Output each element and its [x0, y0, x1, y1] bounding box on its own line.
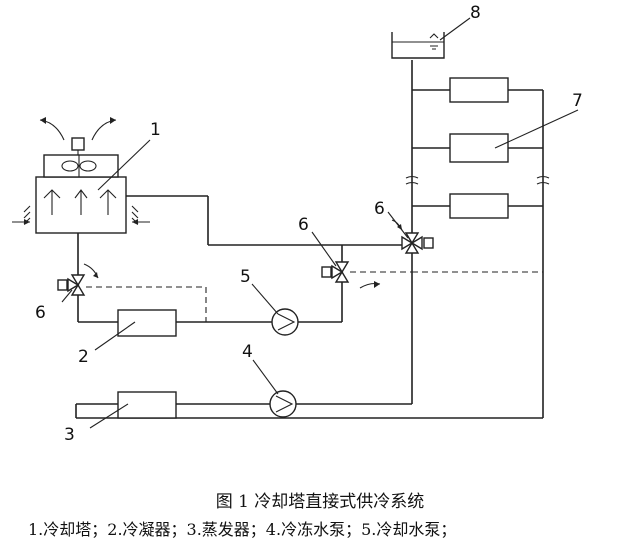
label-2: 2 — [78, 347, 89, 367]
label-6-right: 6 — [374, 199, 385, 219]
cooling-water-pump — [271, 308, 299, 336]
three-way-valve-a — [57, 263, 99, 296]
label-5: 5 — [240, 267, 251, 287]
pipework — [75, 60, 544, 419]
figure-caption: 图 1 冷却塔直接式供冷系统 — [215, 492, 425, 512]
chilled-water-pump — [269, 390, 297, 418]
label-8: 8 — [470, 3, 481, 23]
label-1: 1 — [150, 120, 161, 140]
figure-legend: 1.冷却塔；2.冷凝器；3.蒸发器；4.冷冻水泵；5.冷却水泵； — [28, 520, 457, 539]
label-3: 3 — [64, 425, 75, 445]
three-way-valve-b — [321, 261, 381, 289]
terminal-units — [405, 77, 550, 219]
label-6-middle: 6 — [298, 215, 309, 235]
evaporator — [117, 391, 177, 419]
label-4: 4 — [242, 342, 253, 362]
cooling-tower — [12, 117, 150, 234]
label-7: 7 — [572, 91, 583, 111]
expansion-tank — [391, 32, 445, 59]
label-6-left: 6 — [35, 303, 46, 323]
condenser — [117, 309, 177, 337]
leader-lines — [61, 17, 579, 429]
